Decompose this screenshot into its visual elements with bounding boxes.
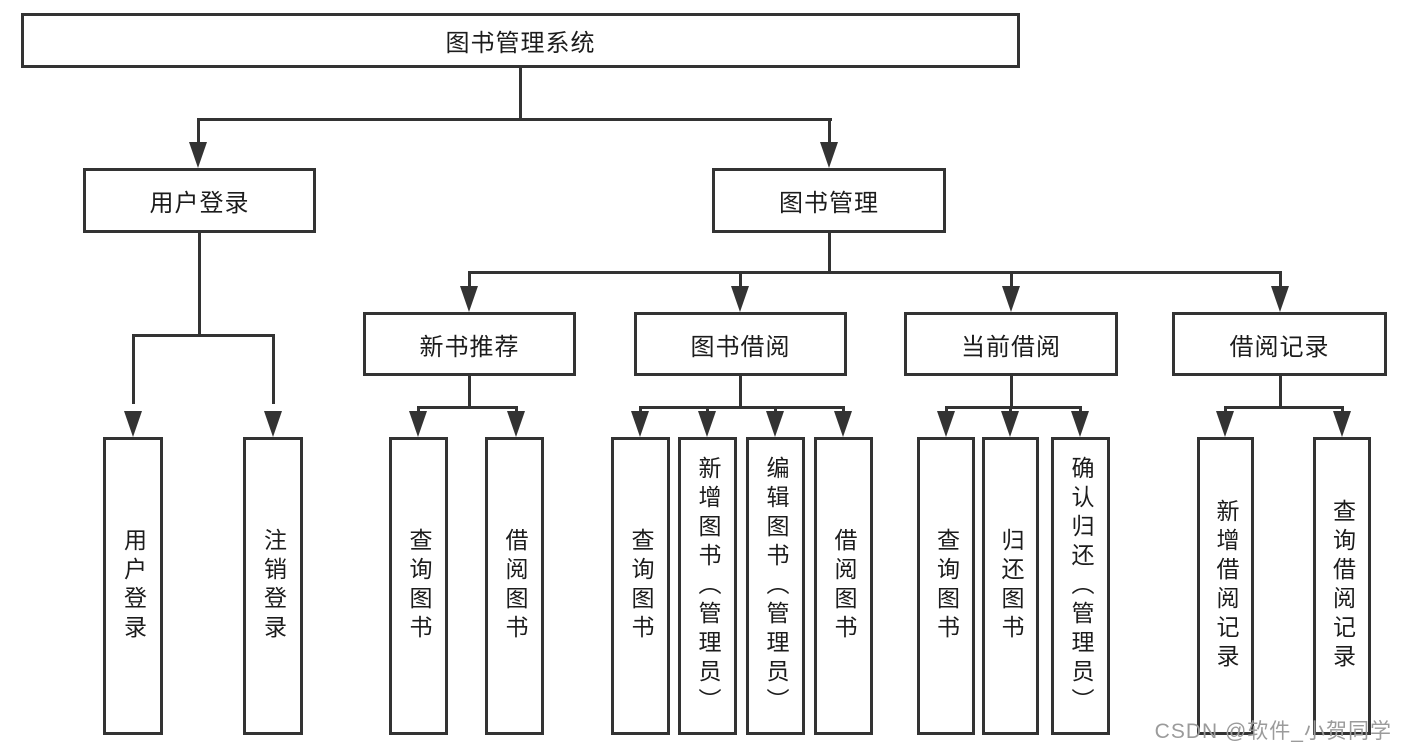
connector-line [132, 334, 275, 337]
arrow-down-icon [1216, 411, 1234, 437]
arrow-down-icon [631, 411, 649, 437]
node-borrowing-records: 借阅记录 [1172, 312, 1387, 376]
connector-line [197, 118, 200, 146]
connector-line [468, 376, 471, 408]
arrow-down-icon [766, 411, 784, 437]
leaf-add-borrow-record: 新增借阅记录 [1197, 437, 1254, 735]
connector-line [739, 271, 742, 291]
leaf-borrow-books-recommend: 借阅图书 [485, 437, 544, 735]
leaf-borrow-books-borrowing: 借阅图书 [814, 437, 873, 735]
connector-line [828, 118, 831, 146]
arrow-down-icon [1002, 286, 1020, 312]
connector-line [132, 334, 135, 404]
arrow-down-icon [460, 286, 478, 312]
arrow-down-icon [1333, 411, 1351, 437]
connector-line [468, 271, 1282, 274]
leaf-query-books-recommend: 查询图书 [389, 437, 448, 735]
connector-line [1010, 271, 1013, 291]
connector-line [828, 233, 831, 273]
arrow-down-icon [834, 411, 852, 437]
connector-line [739, 376, 742, 408]
arrow-down-icon [937, 411, 955, 437]
connector-line [198, 233, 201, 336]
arrow-down-icon [731, 286, 749, 312]
leaf-add-books-admin: 新增图书（管理员） [678, 437, 737, 735]
node-current-borrowing: 当前借阅 [904, 312, 1118, 376]
leaf-query-books-borrowing: 查询图书 [611, 437, 670, 735]
node-root: 图书管理系统 [21, 13, 1020, 68]
arrow-down-icon [1071, 411, 1089, 437]
watermark-text: CSDN @软件_小贺同学 [1154, 720, 1392, 743]
connector-line [198, 118, 832, 121]
node-book-borrowing: 图书借阅 [634, 312, 847, 376]
leaf-return-books: 归还图书 [982, 437, 1039, 735]
connector-line [1224, 406, 1343, 409]
arrow-down-icon [189, 142, 207, 168]
arrow-down-icon [698, 411, 716, 437]
connector-line [519, 67, 522, 120]
arrow-down-icon [820, 142, 838, 168]
connector-line [639, 406, 845, 409]
leaf-query-borrow-record: 查询借阅记录 [1313, 437, 1371, 735]
connector-line [1010, 376, 1013, 408]
leaf-confirm-return-admin: 确认归还（管理员） [1051, 437, 1110, 735]
arrow-down-icon [124, 411, 142, 437]
arrow-down-icon [1271, 286, 1289, 312]
node-user-login: 用户登录 [83, 168, 316, 233]
connector-line [417, 406, 518, 409]
leaf-logout: 注销登录 [243, 437, 303, 735]
arrow-down-icon [1001, 411, 1019, 437]
leaf-edit-books-admin: 编辑图书（管理员） [746, 437, 805, 735]
leaf-user-login: 用户登录 [103, 437, 163, 735]
connector-line [945, 406, 1081, 409]
connector-line [272, 334, 275, 404]
connector-line [1279, 376, 1282, 408]
arrow-down-icon [409, 411, 427, 437]
leaf-query-books-current: 查询图书 [917, 437, 975, 735]
connector-line [468, 271, 471, 291]
connector-line [1279, 271, 1282, 291]
arrow-down-icon [264, 411, 282, 437]
node-new-book-recommend: 新书推荐 [363, 312, 576, 376]
arrow-down-icon [507, 411, 525, 437]
node-book-management: 图书管理 [712, 168, 946, 233]
